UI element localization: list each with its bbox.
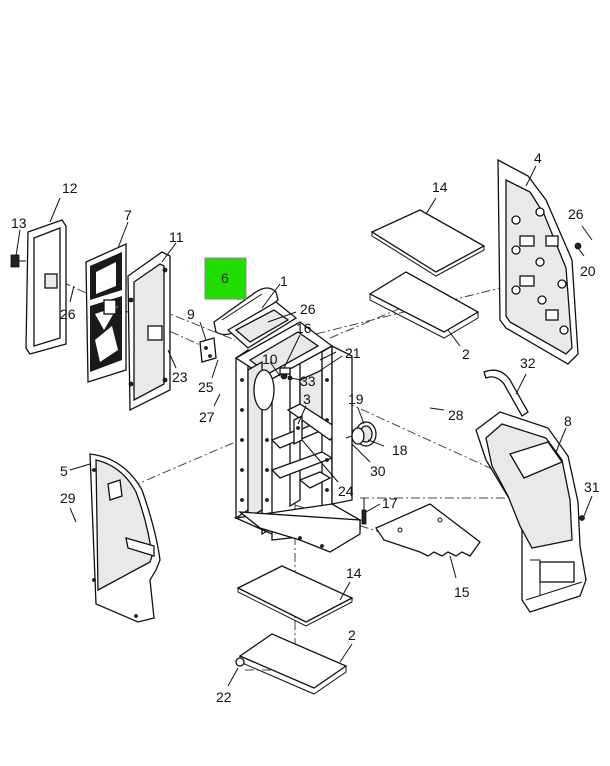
callout-13[interactable]: 13 bbox=[11, 215, 27, 231]
part-14-top-mat bbox=[370, 209, 486, 277]
callout-19[interactable]: 19 bbox=[348, 391, 364, 407]
part-14-bottom-mat bbox=[236, 565, 354, 627]
part-12-panel bbox=[25, 219, 67, 355]
callout-10[interactable]: 10 bbox=[262, 351, 278, 367]
callout-3[interactable]: 3 bbox=[303, 391, 311, 407]
callout-14-top[interactable]: 14 bbox=[432, 179, 448, 195]
part-13-clip bbox=[10, 254, 26, 268]
callout-33[interactable]: 33 bbox=[300, 373, 316, 389]
part-9-bracket bbox=[199, 337, 217, 363]
part-32-curved-trim bbox=[483, 369, 529, 417]
callout-8[interactable]: 8 bbox=[564, 413, 572, 429]
callout-21[interactable]: 21 bbox=[345, 345, 361, 361]
callout-31[interactable]: 31 bbox=[584, 479, 600, 495]
callout-5[interactable]: 5 bbox=[60, 463, 68, 479]
part-1-top-plate bbox=[226, 301, 298, 349]
part-17-bolt bbox=[361, 498, 367, 525]
part-3-inner-bracket bbox=[293, 414, 303, 446]
top-hardware bbox=[279, 351, 337, 381]
callout-27[interactable]: 27 bbox=[199, 409, 215, 425]
part-2-top-tray bbox=[368, 271, 480, 339]
callout-6[interactable]: 6 bbox=[221, 270, 229, 286]
callout-26-top[interactable]: 26 bbox=[300, 301, 316, 317]
part-31-screw bbox=[579, 515, 585, 521]
callout-2-top[interactable]: 2 bbox=[462, 346, 470, 362]
callout-25[interactable]: 25 bbox=[198, 379, 214, 395]
central-frame bbox=[233, 321, 362, 553]
callout-22[interactable]: 22 bbox=[216, 689, 232, 705]
callout-26-left[interactable]: 26 bbox=[60, 306, 76, 322]
part-5-left-panel bbox=[89, 453, 161, 623]
callout-11[interactable]: 11 bbox=[169, 229, 184, 245]
callout-15[interactable]: 15 bbox=[454, 584, 470, 600]
callout-17[interactable]: 17 bbox=[382, 495, 398, 511]
callout-4[interactable]: 4 bbox=[534, 150, 542, 166]
callout-12[interactable]: 12 bbox=[62, 180, 78, 196]
callout-9[interactable]: 9 bbox=[187, 306, 195, 322]
callout-1[interactable]: 1 bbox=[280, 273, 288, 289]
callout-14-bottom[interactable]: 14 bbox=[346, 565, 362, 581]
callout-29[interactable]: 29 bbox=[60, 490, 76, 506]
part-6-top-cover bbox=[213, 287, 279, 336]
callout-30[interactable]: 30 bbox=[370, 463, 386, 479]
callout-28[interactable]: 28 bbox=[448, 407, 464, 423]
callout-2-bottom[interactable]: 2 bbox=[348, 627, 356, 643]
callout-18[interactable]: 18 bbox=[392, 442, 408, 458]
callout-16[interactable]: 16 bbox=[296, 320, 312, 336]
part-7-hatched-panel bbox=[85, 242, 127, 383]
part-2-bottom-tray bbox=[238, 633, 348, 695]
callout-32[interactable]: 32 bbox=[520, 355, 536, 371]
part-11-inner-panel bbox=[127, 251, 171, 412]
part-22-knob bbox=[235, 657, 245, 667]
callout-7[interactable]: 7 bbox=[124, 207, 132, 223]
callout-23[interactable]: 23 bbox=[172, 369, 188, 385]
part-15-floor-mat bbox=[375, 503, 481, 557]
part-4-right-panel bbox=[497, 158, 582, 365]
highlight-box-part-6[interactable] bbox=[204, 257, 247, 300]
callout-24[interactable]: 24 bbox=[338, 483, 354, 499]
callout-labels: 6 1 26 16 21 10 33 3 9 25 27 12 13 7 11 … bbox=[11, 150, 600, 705]
leader-lines bbox=[15, 165, 593, 687]
callout-20[interactable]: 20 bbox=[580, 263, 596, 279]
callout-26-right[interactable]: 26 bbox=[568, 206, 584, 222]
part-8-right-housing bbox=[475, 411, 587, 613]
part-19-speaker bbox=[345, 421, 377, 447]
